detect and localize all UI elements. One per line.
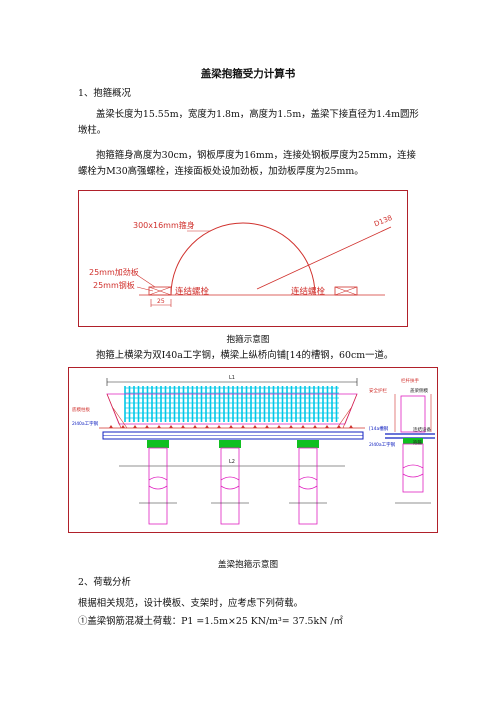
cap-beam-diagram: L1 L2 (72, 375, 435, 525)
paragraph-overview: 盖梁长度为15.55m，宽度为1.8m，高度为1.5m，盖梁下接直径为1.4m圆… (78, 109, 419, 136)
diameter-line (256, 226, 392, 290)
right-flange (334, 286, 358, 296)
section-1-heading: 1、抱箍概况 (78, 88, 131, 99)
channel-marker (205, 425, 209, 428)
bolt-left-label: 连结螺栓 (175, 286, 210, 297)
cap-beam-outline (106, 393, 358, 425)
cap-beam-caption: 盖梁抱箍示意图 (217, 560, 279, 570)
channel-marker (229, 425, 233, 428)
channel-marker (241, 425, 245, 428)
beam2-label: 2I40a工字钢 (369, 441, 396, 448)
formwork-label: 盖梁侧模 (410, 387, 428, 394)
paragraph-hoop-spec: 抱箍箍身高度为30cm，钢板厚度为16mm，连接处钢板厚度为25mm，连接螺栓为… (78, 150, 416, 177)
paragraph-beam-spec: 抱箍上横梁为双I40a工字钢，横梁上纵桥向铺[14的槽钢，60cm一道。 (96, 350, 394, 361)
section-2-heading: 2、荷载分析 (78, 577, 131, 588)
channel-markers (109, 425, 353, 428)
channel-marker (277, 425, 281, 428)
channel-marker (313, 425, 317, 428)
hoop-diagram-figure: 25 300x16mm箍身 D138 25mm加劲板 25mm钢板 连结螺栓 连… (78, 190, 408, 327)
L2-label: L2 (229, 459, 235, 465)
channel-marker (253, 425, 257, 428)
channel-marker (181, 425, 185, 428)
rail-label: 栏杆扶手 (401, 377, 419, 384)
L1-label: L1 (229, 375, 235, 381)
connect-label: 连结设备 (413, 426, 431, 433)
paragraph-load-intro: 根据相关规范，设计模板、支架时，应考虑下列荷载。 (78, 598, 304, 609)
left-top-label: 底模柱板 (72, 406, 90, 413)
cap-beam-figure: L1 L2 (68, 367, 438, 533)
channel-marker (109, 425, 113, 428)
plate-label: 25mm钢板 (93, 280, 135, 290)
section-view (385, 394, 435, 504)
channel-marker (217, 425, 221, 428)
channel-marker (265, 425, 269, 428)
hoop-arc (170, 222, 316, 296)
hoop-diagram-caption: 抱箍示意图 (226, 335, 270, 345)
channel-marker (301, 425, 305, 428)
channel-marker (157, 425, 161, 428)
channel-marker (349, 425, 353, 428)
channel-marker (121, 425, 125, 428)
paragraph-load-1: ①盖梁钢筋混凝土荷载：P1 =1.5m×25 KN/m³= 37.5kN /㎡ (78, 616, 343, 627)
columns (148, 447, 318, 525)
left-flange (148, 286, 172, 296)
channel-marker (145, 425, 149, 428)
hoop-blocks (147, 440, 319, 448)
safety-label: 安全护栏 (369, 387, 387, 394)
dim-25-label: 25 (157, 298, 165, 305)
hoop-body-label: 300x16mm箍身 (133, 220, 195, 230)
hoop-section-label: 抱箍 (413, 439, 422, 446)
left-beam-label: 2I40a工字钢 (72, 420, 99, 427)
diameter-label: D138 (373, 214, 393, 228)
channel-label: [14a槽钢 (369, 425, 389, 432)
side-braces (106, 393, 358, 429)
bolt-right-label: 连结螺栓 (291, 286, 326, 297)
hoop-diagram: 25 300x16mm箍身 D138 25mm加劲板 25mm钢板 连结螺栓 连… (89, 214, 393, 307)
document-title: 盖梁抱箍受力计算书 (200, 68, 296, 80)
channel-marker (289, 425, 293, 428)
stiffener-label: 25mm加劲板 (89, 267, 139, 277)
channel-marker (325, 425, 329, 428)
channel-marker (133, 425, 137, 428)
channel-marker (337, 425, 341, 428)
channel-marker (169, 425, 173, 428)
channel-marker (193, 425, 197, 428)
formwork-grid (124, 386, 339, 422)
